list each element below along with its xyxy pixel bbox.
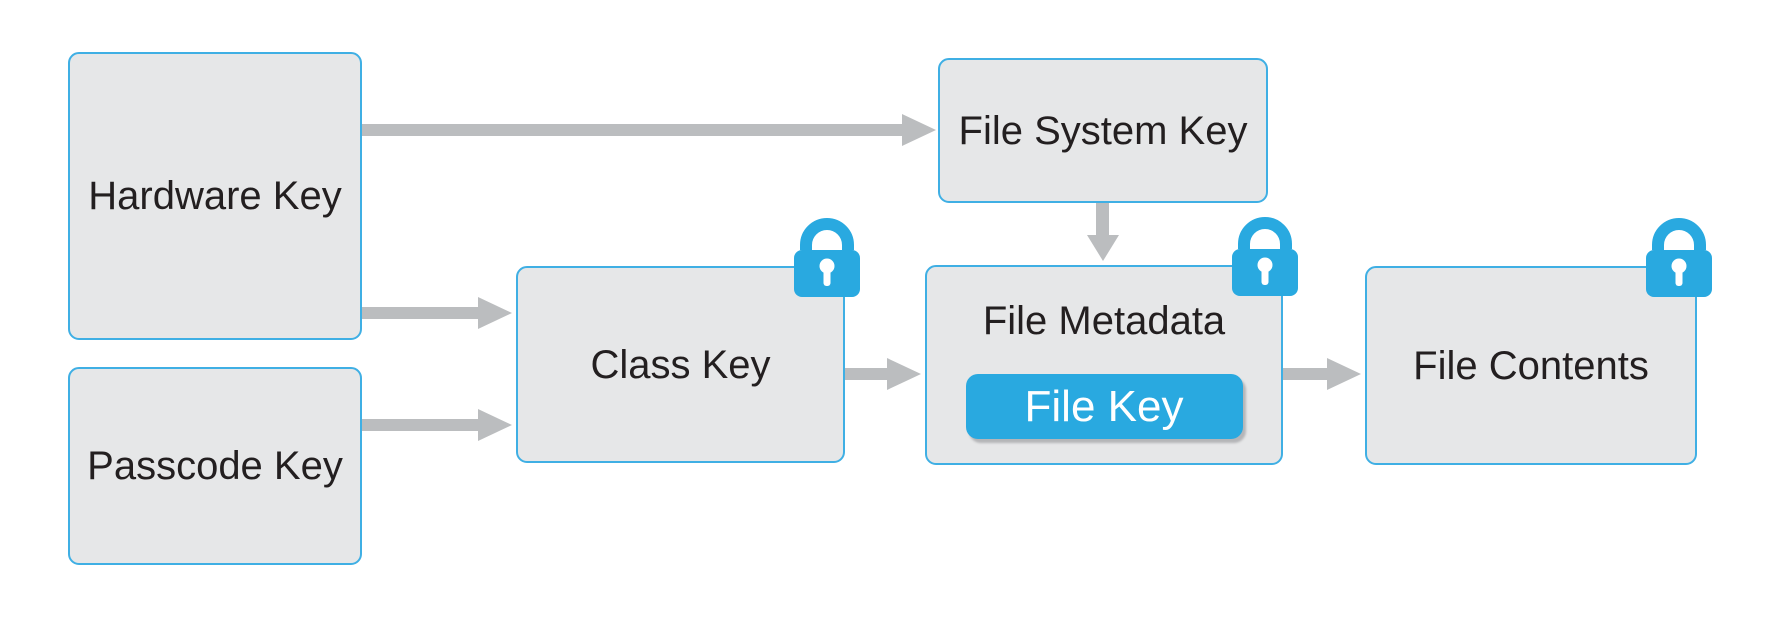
file-metadata-label: File Metadata (982, 299, 1226, 343)
lock-icon (1232, 217, 1298, 296)
file-key-label: File Key (1024, 381, 1184, 431)
arrow-hardware-key-to-file-system-key (362, 124, 902, 136)
arrow-file-system-key-to-file-metadata (1096, 203, 1109, 235)
lock-icon (1646, 218, 1712, 297)
node-hardware-key: Hardware Key (68, 52, 362, 340)
passcode-key-label: Passcode Key (87, 444, 343, 488)
node-class-key: Class Key (516, 218, 860, 463)
node-file-system-key: File System Key (938, 58, 1268, 203)
node-file-metadata: File Metadata File Key (925, 217, 1298, 465)
node-passcode-key: Passcode Key (68, 367, 362, 565)
file-system-key-label: File System Key (958, 108, 1248, 153)
node-file-contents: File Contents (1365, 218, 1712, 465)
hardware-key-label: Hardware Key (88, 174, 342, 218)
arrow-file-metadata-to-file-contents (1283, 368, 1327, 380)
arrow-class-key-to-file-metadata (845, 368, 887, 380)
arrow-passcode-key-to-class-key (362, 419, 478, 431)
class-key-label: Class Key (590, 342, 771, 387)
lock-icon (794, 218, 860, 297)
file-contents-label: File Contents (1413, 343, 1649, 388)
arrow-hardware-key-to-class-key (362, 307, 478, 319)
file-key-badge: File Key (965, 374, 1243, 439)
